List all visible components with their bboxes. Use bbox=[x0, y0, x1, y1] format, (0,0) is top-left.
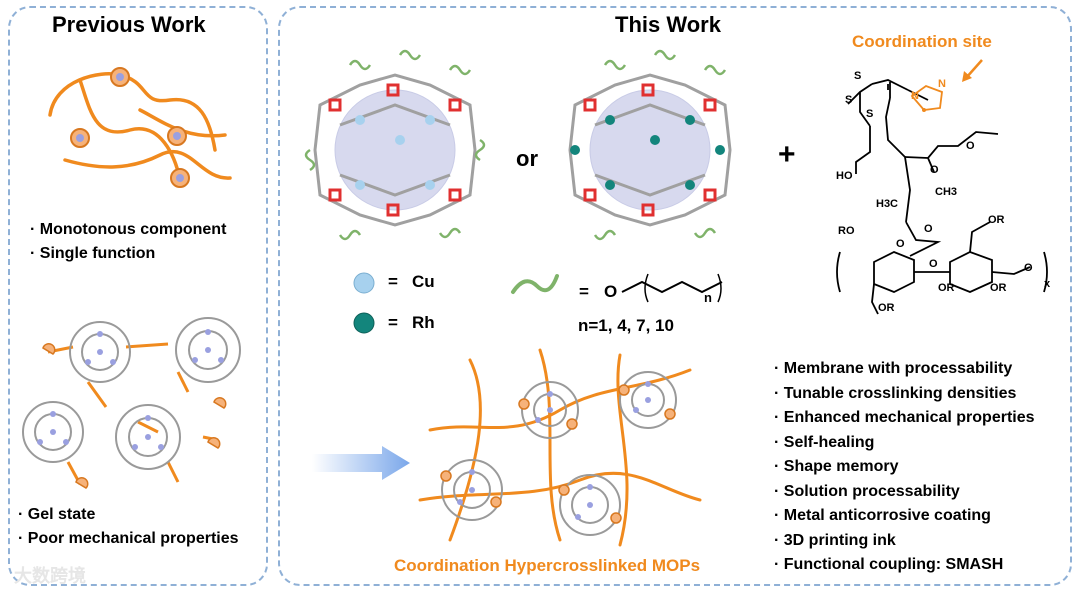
previous-bullet-4: · Poor mechanical properties bbox=[18, 530, 239, 547]
property-3: · Enhanced mechanical properties bbox=[774, 409, 1035, 426]
struct-or3: OR bbox=[990, 282, 1007, 294]
struct-s3: S bbox=[866, 108, 874, 120]
struct-or1: OR bbox=[988, 214, 1005, 226]
property-4: · Self-healing bbox=[774, 434, 875, 451]
struct-o4: O bbox=[896, 238, 905, 250]
plus-text: + bbox=[778, 138, 796, 171]
chain-equals: = bbox=[579, 282, 589, 301]
previous-bullet-1: · Monotonous component bbox=[30, 221, 227, 238]
struct-ho: HO bbox=[836, 170, 853, 182]
or-text: or bbox=[516, 146, 538, 171]
chain-n: n bbox=[704, 290, 712, 305]
cu-label: Cu bbox=[412, 272, 435, 291]
previous-work-panel bbox=[8, 6, 268, 586]
previous-work-title: Previous Work bbox=[52, 12, 206, 37]
property-6: · Solution processability bbox=[774, 483, 960, 500]
previous-bullet-3: · Gel state bbox=[18, 506, 96, 523]
struct-or2: OR bbox=[938, 282, 955, 294]
this-work-title: This Work bbox=[615, 12, 721, 37]
struct-h3c: H3C bbox=[876, 198, 899, 210]
struct-o5: O bbox=[929, 258, 938, 270]
polymer-structure bbox=[836, 79, 1048, 315]
struct-n-im: N bbox=[911, 90, 919, 102]
rh-mop-cage bbox=[568, 49, 732, 241]
property-7: · Metal anticorrosive coating bbox=[774, 507, 991, 524]
rh-equals: = bbox=[388, 313, 398, 332]
transition-arrow bbox=[312, 446, 410, 480]
alkyl-chain-icon bbox=[511, 274, 559, 294]
cu-mop-cage bbox=[304, 49, 486, 241]
previous-mop-gel-illustration bbox=[22, 317, 241, 489]
n-values: n=1, 4, 7, 10 bbox=[578, 316, 674, 335]
struct-or4: OR bbox=[878, 302, 895, 314]
struct-ro: RO bbox=[838, 225, 855, 237]
coordination-site-label: Coordination site bbox=[852, 32, 992, 51]
product-label: Coordination Hypercrosslinked MOPs bbox=[394, 556, 701, 575]
struct-o6: O bbox=[1024, 262, 1033, 274]
rh-label: Rh bbox=[412, 313, 435, 332]
struct-n-im2: N bbox=[938, 78, 946, 90]
property-5: · Shape memory bbox=[774, 458, 899, 475]
struct-s2: S bbox=[854, 70, 862, 82]
previous-bullet-2: · Single function bbox=[30, 245, 156, 262]
watermark: 大数跨境 bbox=[14, 566, 86, 586]
crosslinked-mop-network bbox=[418, 348, 702, 547]
rh-sphere-icon bbox=[353, 312, 375, 334]
struct-s1: S bbox=[845, 94, 853, 106]
property-8: · 3D printing ink bbox=[774, 532, 896, 549]
struct-o1: O bbox=[930, 164, 939, 176]
struct-o2: O bbox=[966, 140, 975, 152]
chain-skeletal-formula bbox=[621, 273, 723, 303]
struct-o3: O bbox=[924, 223, 933, 235]
chain-oxygen: O bbox=[604, 282, 618, 301]
cu-sphere-icon bbox=[353, 272, 375, 294]
property-2: · Tunable crosslinking densities bbox=[774, 385, 1017, 402]
previous-polymer-ring-illustration bbox=[48, 67, 232, 188]
this-work-panel bbox=[278, 6, 1072, 586]
coordination-site-arrow bbox=[962, 59, 983, 82]
cu-equals: = bbox=[388, 272, 398, 291]
struct-ch3: CH3 bbox=[935, 186, 958, 198]
property-9: · Functional coupling: SMASH bbox=[774, 556, 1004, 573]
property-1: · Membrane with processability bbox=[774, 360, 1013, 377]
struct-x: x bbox=[1044, 278, 1051, 290]
